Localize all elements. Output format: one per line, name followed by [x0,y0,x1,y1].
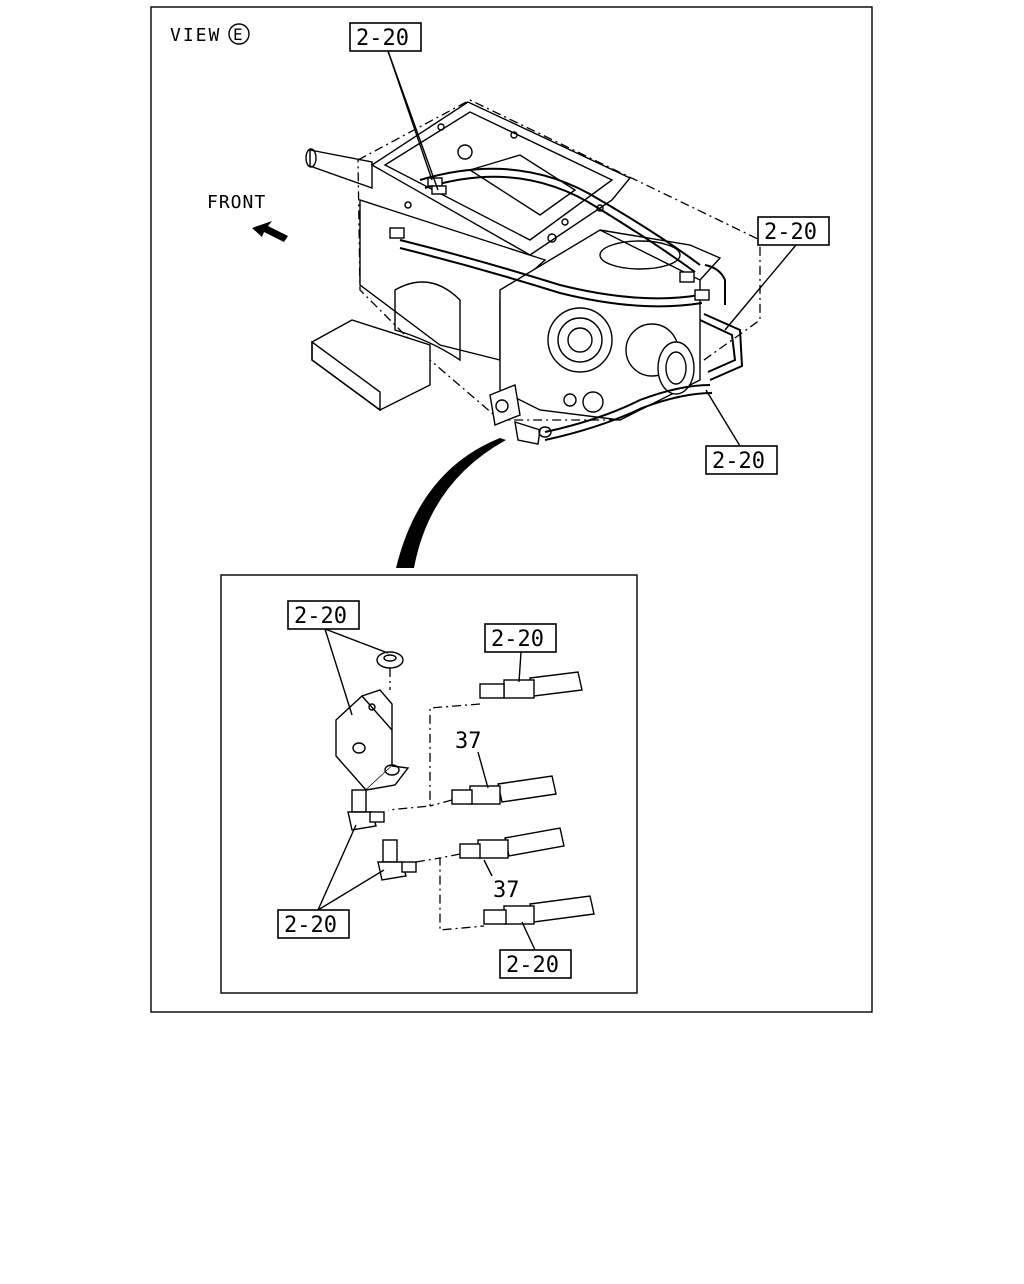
callout-inset-hose-top: 2-20 [484,623,557,683]
callout-right-lower: 2-20 [705,389,778,475]
svg-text:2-20: 2-20 [491,627,544,652]
inset-hose-1 [479,671,583,699]
callout-top: 2-20 [349,22,439,191]
leader-37-upper [477,751,489,789]
arrow-up-left-icon [252,221,288,242]
view-label: VIEW [170,25,221,46]
svg-text:2-20: 2-20 [764,220,817,245]
outer-frame [150,6,873,1013]
part-number-37-lower: 37 [493,878,520,903]
inset-hose-4 [483,895,595,925]
connection-line-2 [429,799,453,807]
inset-tee-upper [347,789,385,831]
callout-inset-bracket: 2-20 [287,600,389,716]
inset-bracket [335,651,410,791]
view-letter: E [233,25,243,44]
detail-pointer [396,438,506,568]
inset-hose-3 [459,827,565,859]
svg-text:2-20: 2-20 [712,449,765,474]
connection-line-1 [387,703,481,811]
svg-text:2-20: 2-20 [506,953,559,978]
front-label: FRONT [207,192,266,213]
transmission-assembly [305,99,761,445]
callout-inset-tees: 2-20 [277,824,385,939]
part-number-37-upper: 37 [455,729,482,754]
svg-text:2-20: 2-20 [294,604,347,629]
callout-right-upper: 2-20 [724,216,830,331]
svg-text:2-20: 2-20 [356,26,409,51]
svg-text:2-20: 2-20 [284,913,337,938]
connection-line-3 [439,853,485,931]
callout-inset-hose-bottom: 2-20 [499,921,572,979]
connection-line-4 [415,857,441,863]
inset-hose-2 [451,775,557,805]
inset-tee-lower [377,839,417,881]
leader-37-lower [483,859,493,877]
detail-inset-frame [220,574,638,994]
view-marker-circled-icon: E [228,23,250,45]
